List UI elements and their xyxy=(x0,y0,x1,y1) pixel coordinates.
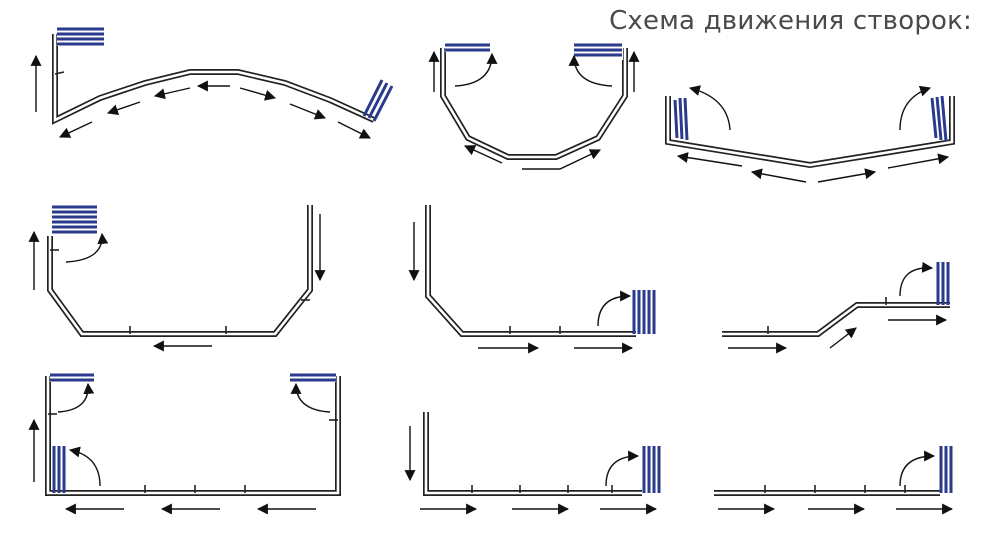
arrow-icon xyxy=(337,121,371,139)
sash-stack-icon xyxy=(57,26,104,46)
arrow-icon xyxy=(568,54,613,87)
arrow-icon xyxy=(899,261,934,297)
arrow-icon xyxy=(464,145,503,164)
arrow-icon xyxy=(522,149,601,170)
sash-stack-icon xyxy=(936,262,950,305)
scheme-chamfered-l-profile xyxy=(408,205,656,354)
arrow-icon xyxy=(59,121,93,138)
scheme-straight-profile xyxy=(714,446,954,515)
arrow-icon xyxy=(290,382,331,413)
arrow-icon xyxy=(454,52,498,87)
arrow-icon xyxy=(153,87,191,100)
arrow-icon xyxy=(899,85,932,131)
arrow-icon xyxy=(887,153,950,169)
arrow-icon xyxy=(106,101,141,115)
arrow-icon xyxy=(65,232,109,263)
scheme-v-profile xyxy=(665,85,955,183)
arrow-icon xyxy=(57,382,95,413)
sash-stack-icon xyxy=(673,97,689,141)
sash-stack-icon xyxy=(290,372,336,382)
sash-stack-icon xyxy=(632,290,656,334)
arrow-icon xyxy=(750,168,807,183)
sash-stack-icon xyxy=(50,372,94,382)
scheme-arched-profile xyxy=(30,26,394,139)
arrow-icon xyxy=(676,152,743,167)
scheme-u-polygon xyxy=(428,42,640,170)
sash-stack-icon xyxy=(445,42,491,52)
arrow-icon xyxy=(688,85,731,131)
sash-stack-icon xyxy=(642,446,661,493)
arrow-icon xyxy=(899,450,936,487)
scheme-rectangular-u-profile xyxy=(28,372,341,515)
arrow-icon xyxy=(68,446,101,487)
arrow-icon xyxy=(817,168,877,183)
arrow-icon xyxy=(829,327,857,349)
sash-stack-icon xyxy=(574,42,623,60)
scheme-stepped-profile xyxy=(722,261,950,354)
sash-stack-icon xyxy=(362,79,394,122)
diagram-title: Схема движения створок: xyxy=(609,6,972,36)
scheme-trapezoid-profile xyxy=(28,204,326,352)
sash-stack-icon xyxy=(52,204,98,236)
arrow-icon xyxy=(289,103,327,120)
scheme-l-profile xyxy=(404,412,661,515)
arrow-icon xyxy=(605,450,640,487)
arrow-icon xyxy=(597,290,632,327)
sash-stack-icon xyxy=(939,446,953,493)
arrow-icon xyxy=(239,87,277,101)
sash-stack-icon xyxy=(930,95,948,142)
sash-stack-icon xyxy=(52,446,66,493)
